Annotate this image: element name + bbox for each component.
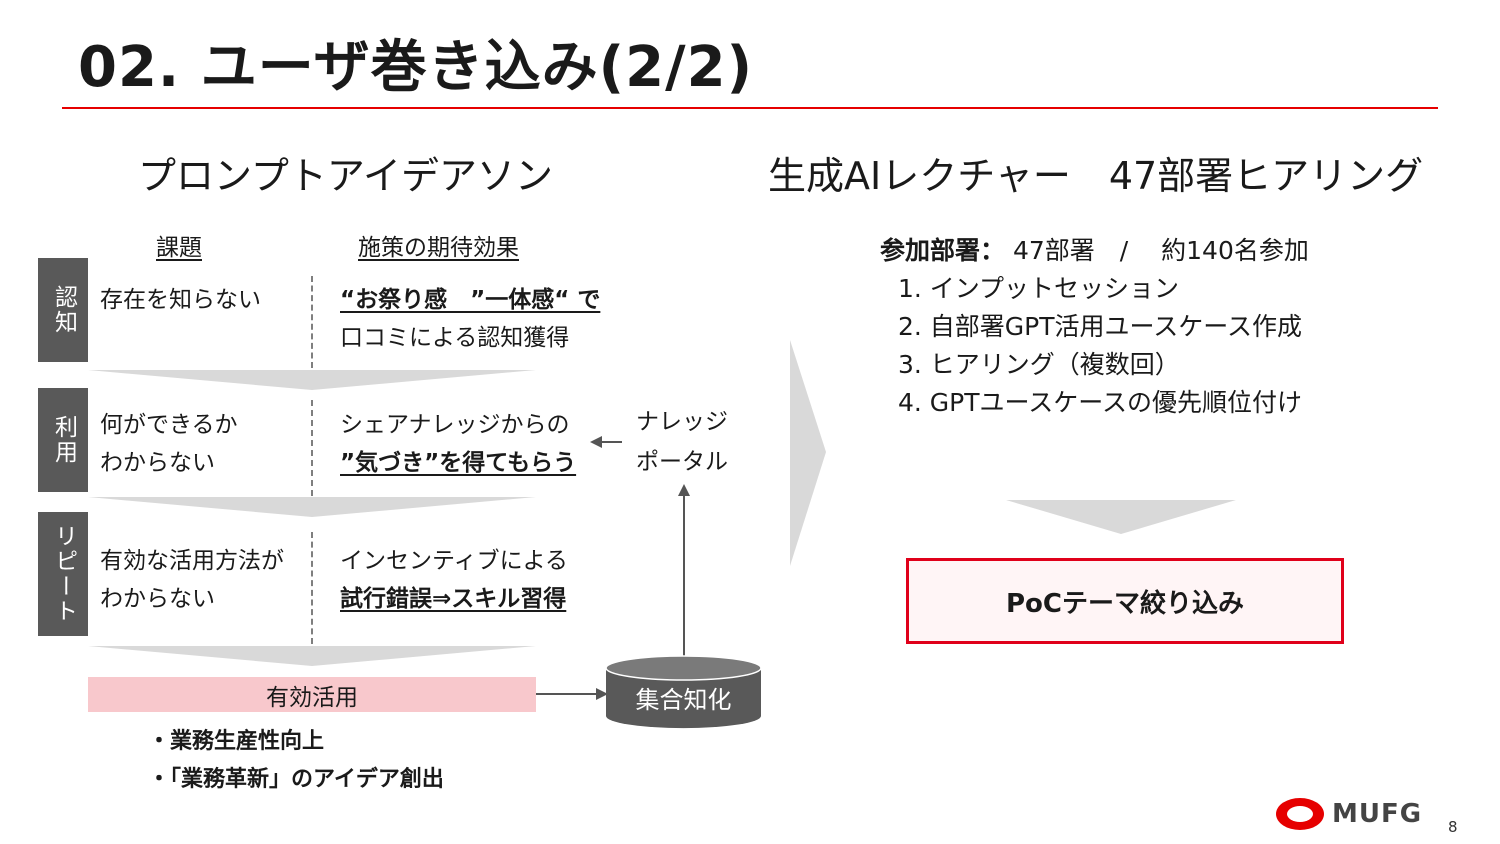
- issue-column-header: 課題: [156, 235, 202, 261]
- step-item: 3. ヒアリング（複数回）: [898, 350, 1180, 379]
- right-arrow-head: [596, 688, 608, 700]
- stage-awareness: 認知: [38, 258, 88, 362]
- title-divider: [62, 107, 1438, 109]
- row-chevron-1: [88, 370, 536, 390]
- result-chevron: [1006, 500, 1236, 534]
- row-divider-3: [311, 532, 313, 644]
- bullet-innovation: ・「業務革新」のアイデア創出: [148, 767, 444, 792]
- right-section-heading: 生成AIレクチャー 47部署ヒアリング: [768, 154, 1424, 198]
- up-arrow-head: [678, 484, 690, 496]
- effect-usage: シェアナレッジからの ”気づき”を得てもらう: [340, 412, 577, 476]
- knowledge-portal-label: ナレッジ ポータル: [636, 409, 728, 475]
- effect-awareness: “お祭り感 ”一体感“ で 口コミによる認知獲得: [340, 287, 601, 351]
- effective-use-bar: 有効活用: [88, 677, 536, 712]
- mufg-logo: MUFG: [1332, 797, 1422, 831]
- effect-column-header: 施策の期待効果: [358, 235, 519, 261]
- bullet-productivity: ・業務生産性向上: [148, 729, 325, 754]
- step-item: 1. インプットセッション: [898, 274, 1180, 303]
- mufg-logo-text: MUFG: [1332, 799, 1423, 829]
- mufg-logo-inner: [1287, 806, 1313, 822]
- participation-list: 参加部署： 47部署 / 約140名参加 1. インプットセッション 2. 自部…: [880, 232, 1309, 422]
- issue-repeat: 有効な活用方法が わからない: [100, 548, 284, 612]
- cylinder-body: [606, 668, 761, 729]
- page-number: 8: [1448, 818, 1458, 836]
- left-section-heading: プロンプトアイデアソン: [138, 154, 553, 198]
- step-item: 2. 自部署GPT活用ユースケース作成: [898, 312, 1303, 341]
- row-divider-2: [311, 400, 313, 496]
- cylinder-top: [605, 655, 762, 681]
- row-chevron-2: [88, 497, 536, 517]
- stage-repeat: リピート: [38, 512, 88, 636]
- effect-repeat: インセンティブによる 試行錯誤⇒スキル習得: [340, 548, 568, 612]
- step-item: 4. GPTユースケースの優先順位付け: [898, 388, 1303, 417]
- issue-awareness: 存在を知らない: [100, 287, 261, 313]
- portal-arrow-head: [590, 436, 602, 448]
- page-title: 02. ユーザ巻き込み(2/2): [78, 35, 754, 100]
- poc-theme-box: PoCテーマ絞り込み: [906, 558, 1344, 644]
- stage-usage: 利用: [38, 388, 88, 492]
- collective-knowledge-label: 集合知化: [635, 686, 732, 714]
- participation-summary: 参加部署： 47部署 / 約140名参加: [880, 236, 1309, 265]
- issue-usage: 何ができるか わからない: [100, 412, 238, 476]
- row-chevron-3: [88, 646, 536, 666]
- row-divider-1: [311, 276, 313, 368]
- section-chevron: [790, 340, 826, 566]
